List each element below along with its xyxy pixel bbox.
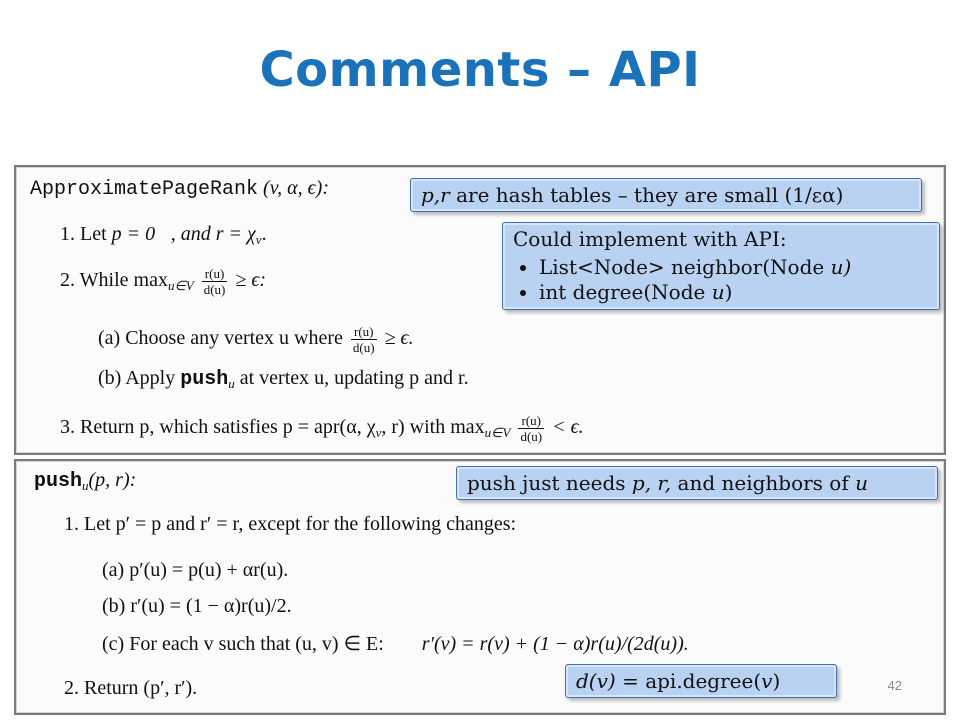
neighbor-method-em: u) (830, 255, 852, 279)
step2a-end: ≥ ϵ. (384, 327, 414, 350)
fraction-numerator: r(u) (201, 266, 228, 282)
step3-sub1: v (375, 425, 382, 441)
fraction-denominator: d(u) (352, 340, 375, 355)
api-method-list: List<Node> neighbor(Node u) int degree(N… (513, 255, 929, 304)
push-name: push (34, 470, 83, 493)
fraction-denominator: d(u) (203, 282, 226, 297)
step-c-formula: r′(v) = r(v) + (1 − α)r(u)/(2d(u)). (421, 633, 689, 655)
push-header-sub: u (82, 478, 89, 493)
push-step-2: 2. Return (p′, r′). (64, 677, 198, 699)
step3-mid: , r) with max (381, 416, 485, 439)
degree-method-em: u (711, 280, 725, 304)
push-sub: u (228, 376, 235, 391)
algorithm-step-2a: (a) Choose any vertex u where r(u)d(u) ≥… (98, 324, 414, 355)
push-needs-text1: push just needs (467, 471, 632, 495)
push-keyword: push (180, 368, 229, 391)
push-needs-em2: u (855, 471, 868, 495)
algorithm-header: ApproximatePageRank (v, α, ϵ): (30, 177, 329, 201)
step1-prefix: 1. Let (60, 223, 107, 245)
push-step-c: (c) For each v such that (u, v) ∈ E: r′(… (102, 631, 689, 656)
neighbor-method-text: List<Node> neighbor(Node (539, 255, 831, 279)
api-method-neighbor: List<Node> neighbor(Node u) (539, 255, 929, 279)
fraction-numerator: r(u) (350, 324, 377, 340)
step2b-prefix: (b) Apply (98, 367, 176, 389)
step2-fraction: r(u)d(u) (201, 266, 228, 297)
push-args: (p, r): (88, 469, 137, 491)
approximate-pagerank-panel: ApproximatePageRank (v, α, ϵ): 1. Let p … (14, 165, 946, 455)
hash-callout-em: p,r (421, 183, 450, 207)
step2b-end: at vertex u, updating p and r. (239, 367, 469, 389)
degree-callout: d(v) = api.degree(v) (565, 664, 837, 698)
degree-method-close: ) (724, 280, 733, 304)
step1-end: . (261, 223, 267, 245)
degree-method-text: int degree(Node (539, 280, 712, 304)
push-step-b: (b) r′(u) = (1 − α)r(u)/2. (102, 595, 292, 617)
push-header: pushu(p, r): (34, 469, 136, 494)
step3-end: < ϵ. (552, 416, 584, 439)
fraction-numerator: r(u) (518, 413, 545, 429)
push-needs-callout: push just needs p, r, and neighbors of u (456, 466, 938, 500)
hash-callout-text: are hash tables – they are small (1/εα) (449, 183, 844, 207)
step-c-prefix: (c) For each v such that (u, v) ∈ E: (102, 633, 384, 655)
degree-callout-em2: v (761, 669, 773, 693)
algorithm-step-1: 1. Let p = 0⃗, and r = χv. (60, 223, 267, 248)
step2-sub: u∈V (167, 278, 194, 294)
step3-prefix: 3. Return p, which satisfies p = apr(α, … (60, 416, 376, 439)
step2a-prefix: (a) Choose any vertex u where (98, 327, 343, 350)
push-step-1: 1. Let p′ = p and r′ = r, except for the… (64, 513, 517, 535)
slide-title: Comments – API (259, 42, 701, 98)
algorithm-step-2b: (b) Apply pushu at vertex u, updating p … (98, 367, 469, 392)
step3-fraction: r(u)d(u) (518, 413, 545, 444)
algorithm-step-3: 3. Return p, which satisfies p = apr(α, … (60, 413, 584, 444)
push-step-a: (a) p′(u) = p(u) + αr(u). (102, 559, 289, 581)
algorithm-name: ApproximatePageRank (30, 178, 259, 201)
api-callout: Could implement with API: List<Node> nei… (502, 222, 940, 310)
api-callout-heading: Could implement with API: (513, 227, 787, 251)
step1-sub: v (255, 232, 262, 247)
step1-math: p = 0⃗, and r = χ (111, 223, 256, 245)
push-needs-em: p, r, (631, 471, 672, 495)
degree-callout-text: = api.degree( (615, 669, 762, 693)
api-method-degree: int degree(Node u) (539, 280, 929, 304)
step2a-fraction: r(u)d(u) (350, 324, 377, 355)
fraction-denominator: d(u) (520, 429, 543, 444)
degree-callout-close: ) (772, 669, 781, 693)
algorithm-args: (v, α, ϵ): (263, 177, 329, 199)
hash-tables-callout: p,r are hash tables – they are small (1/… (410, 178, 922, 212)
algorithm-step-2: 2. While maxu∈V r(u)d(u) ≥ ϵ: (60, 266, 266, 297)
step2-end: ≥ ϵ: (235, 269, 267, 292)
degree-callout-em1: d(v) (576, 669, 616, 693)
step2-prefix: 2. While max (60, 269, 168, 292)
step3-sub2: u∈V (484, 425, 511, 441)
push-needs-text2: and neighbors of (671, 471, 856, 495)
page-number: 42 (887, 678, 902, 693)
